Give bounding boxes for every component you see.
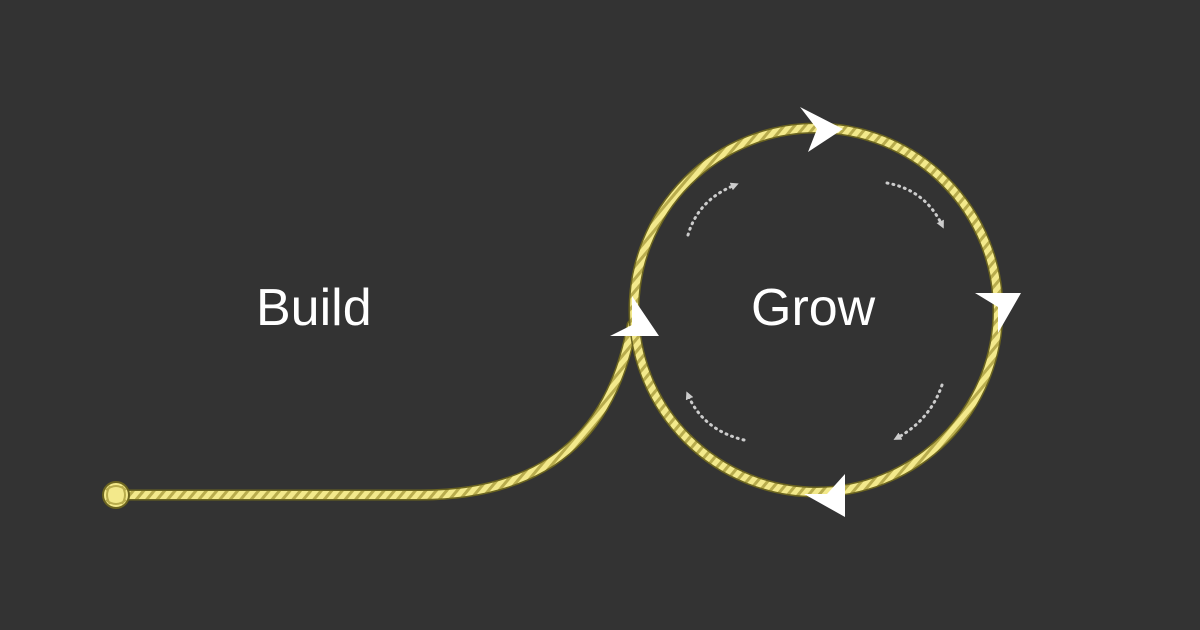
triangle-arrow-icon-left [610,296,659,336]
knot-icon [102,481,130,509]
triangle-arrow-icon-right [975,293,1021,333]
dotted-curved-arrow-icons [685,181,944,442]
triangle-arrow-icon-bottom [804,474,845,517]
build-label: Build [256,279,372,337]
dotted-curved-arrow-icon-bottom-right [893,383,944,440]
dotted-curved-arrow-icon-top-left [686,182,739,237]
build-rope [109,319,638,501]
grow-label: Grow [751,279,876,337]
triangle-arrow-icon-top [800,107,843,152]
dotted-curved-arrow-icon-top-right [885,181,944,229]
dotted-curved-arrow-icon-bottom-left [685,391,746,442]
